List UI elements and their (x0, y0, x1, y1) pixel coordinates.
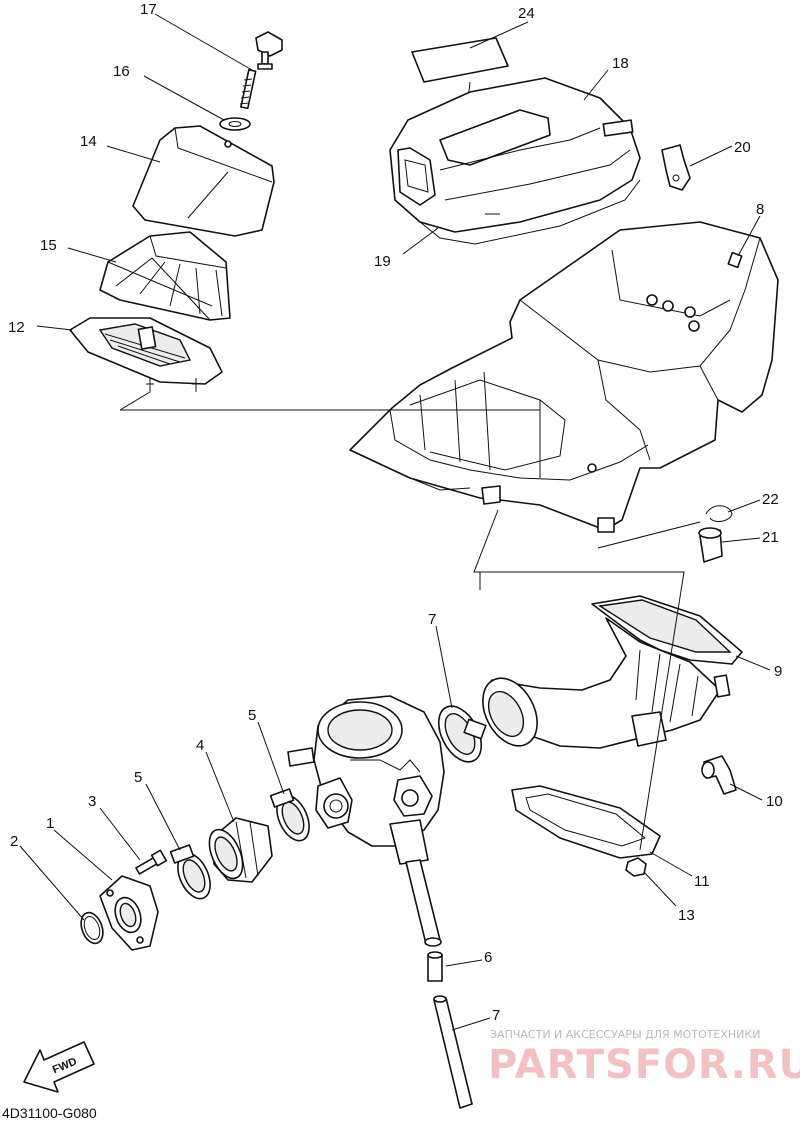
part-label-10: 9 (774, 663, 782, 680)
part-label-6: 6 (484, 949, 492, 966)
part-label-14: 13 (678, 907, 695, 924)
part-13-filter-base (69, 317, 223, 392)
part-label-5-left: 5 (134, 769, 142, 786)
part-2-o-ring (80, 911, 104, 945)
part-12-gasket (511, 785, 661, 859)
part-label-8: 7 (428, 611, 436, 628)
part-19-air-cleaner-cover (389, 77, 641, 245)
part-3-bolt (135, 849, 168, 875)
part-14-nut (625, 857, 647, 877)
part-9-air-cleaner-case (349, 221, 779, 533)
part-label-19: 18 (612, 55, 629, 72)
part-label-23: 22 (762, 491, 779, 508)
watermark: ЗАПЧАСТИ И АКСЕССУАРЫ ДЛЯ МОТОТЕХНИКИ PA… (488, 1028, 800, 1088)
part-1-manifold (99, 875, 159, 951)
part-11-elbow-fitting (701, 755, 737, 795)
part-17-washer (219, 117, 251, 131)
part-4-carburetor-joint (208, 817, 273, 883)
part-label-1: 1 (46, 815, 54, 832)
part-label-12: 11 (694, 873, 710, 890)
part-label-7: 7 (492, 1007, 500, 1024)
part-label-13: 12 (8, 319, 25, 336)
part-label-20: 19 (374, 253, 391, 270)
part-label-5-right: 5 (248, 707, 256, 724)
part-5-clamp-right (269, 788, 310, 842)
part-label-17: 16 (113, 63, 130, 80)
part-16-filter-cage (99, 231, 231, 321)
assembly-guide-lines (119, 391, 701, 851)
part-label-9: 8 (756, 201, 764, 218)
diagram-code: 4D31100-G080 (2, 1105, 97, 1121)
part-label-3: 3 (88, 793, 96, 810)
part-18-wing-screw (239, 31, 283, 110)
watermark-brand: PARTSFOR.RU (488, 1042, 800, 1088)
part-23-clip (705, 505, 733, 522)
part-label-15: 14 (80, 133, 97, 150)
part-8-clamp (437, 705, 487, 763)
part-number-labels: 17 16 14 15 12 24 18 19 20 8 22 21 9 7 1… (8, 1, 783, 1024)
part-6-fitting (427, 951, 443, 982)
part-label-18: 17 (140, 1, 157, 18)
part-5-clamp-left (169, 844, 211, 900)
part-label-2: 2 (10, 833, 18, 850)
carburetor (287, 695, 445, 947)
part-label-21: 20 (734, 139, 751, 156)
part-21-clip (661, 144, 691, 191)
part-10-intake-joint (482, 595, 743, 749)
part-label-22: 21 (762, 529, 779, 546)
part-label-4: 4 (196, 737, 204, 754)
forward-arrow-icon: FWD (23, 1041, 95, 1093)
part-label-11: 10 (766, 793, 783, 810)
watermark-tagline: ЗАПЧАСТИ И АКСЕССУАРЫ ДЛЯ МОТОТЕХНИКИ (490, 1028, 760, 1041)
part-label-16: 15 (40, 237, 57, 254)
leader-lines (19, 13, 771, 1031)
part-22-drain-cap (698, 527, 723, 563)
part-7-hose (433, 995, 473, 1109)
part-15-filter-element (132, 125, 275, 237)
part-label-24: 24 (518, 5, 535, 22)
